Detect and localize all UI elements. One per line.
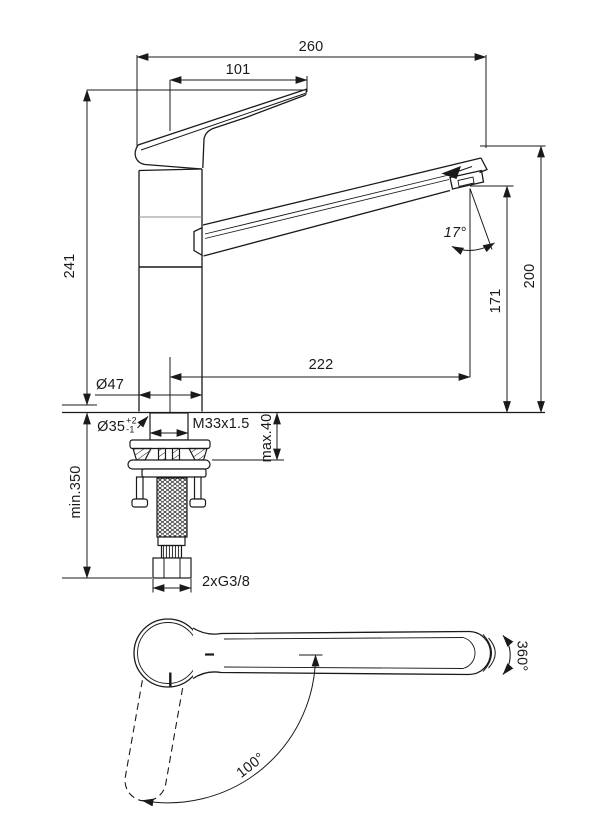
dim-label-aerator-height: 171 <box>487 288 504 314</box>
side-view-faucet <box>134 88 488 412</box>
hose-ferrule <box>157 536 186 547</box>
dim-label-min-hose-length: min.350 <box>67 465 84 519</box>
tolerance-minus: -1 <box>126 425 135 435</box>
flow-arrow-icon <box>441 166 461 179</box>
hose-crimp <box>160 544 183 559</box>
handle-plan-inner <box>223 637 476 669</box>
dim-label-thread-spec: M33x1.5 <box>192 415 250 432</box>
dim-label-max-deck-thickness: max.40 <box>258 413 275 463</box>
plan-view <box>124 618 514 807</box>
dim-label-handle-reach: 101 <box>225 61 251 78</box>
aerator <box>441 166 485 190</box>
spout-side <box>193 157 488 257</box>
handle-knob-plan <box>133 618 203 688</box>
dim-label-height-above-deck: 241 <box>61 253 78 279</box>
hole-diameter-value: Ø35 <box>97 418 126 435</box>
dim-label-spout-swivel-angle: 360° <box>513 640 530 672</box>
threaded-shank <box>149 412 189 441</box>
mounting-plate <box>141 468 207 478</box>
swivel-arc-100 <box>141 654 323 807</box>
dim-label-spray-angle: 17° <box>443 224 467 241</box>
dim-label-spout-reach: 222 <box>308 356 334 373</box>
metal-washer <box>127 459 211 470</box>
dim-label-base-diameter: Ø47 <box>95 376 125 393</box>
swivel-arc-360 <box>502 635 514 675</box>
dimension-lines <box>62 53 546 593</box>
dim-label-overall-width: 260 <box>298 38 324 55</box>
handle-lever-side <box>134 88 308 170</box>
dim-label-hole-diameter: Ø35+2-1 <box>97 415 137 437</box>
spacer-webs <box>132 447 208 461</box>
dim-label-hose-connection: 2xG3/8 <box>202 573 250 590</box>
faucet-body-side <box>138 168 203 412</box>
horseshoe-washer <box>129 439 211 450</box>
hole-diameter-tolerance: +2-1 <box>126 415 137 436</box>
tolerance-plus: +2 <box>126 415 137 426</box>
braided-hose <box>156 477 188 538</box>
fixing-studs <box>131 476 207 508</box>
dim-label-spout-height: 200 <box>521 263 538 289</box>
connection-nut <box>152 557 192 579</box>
